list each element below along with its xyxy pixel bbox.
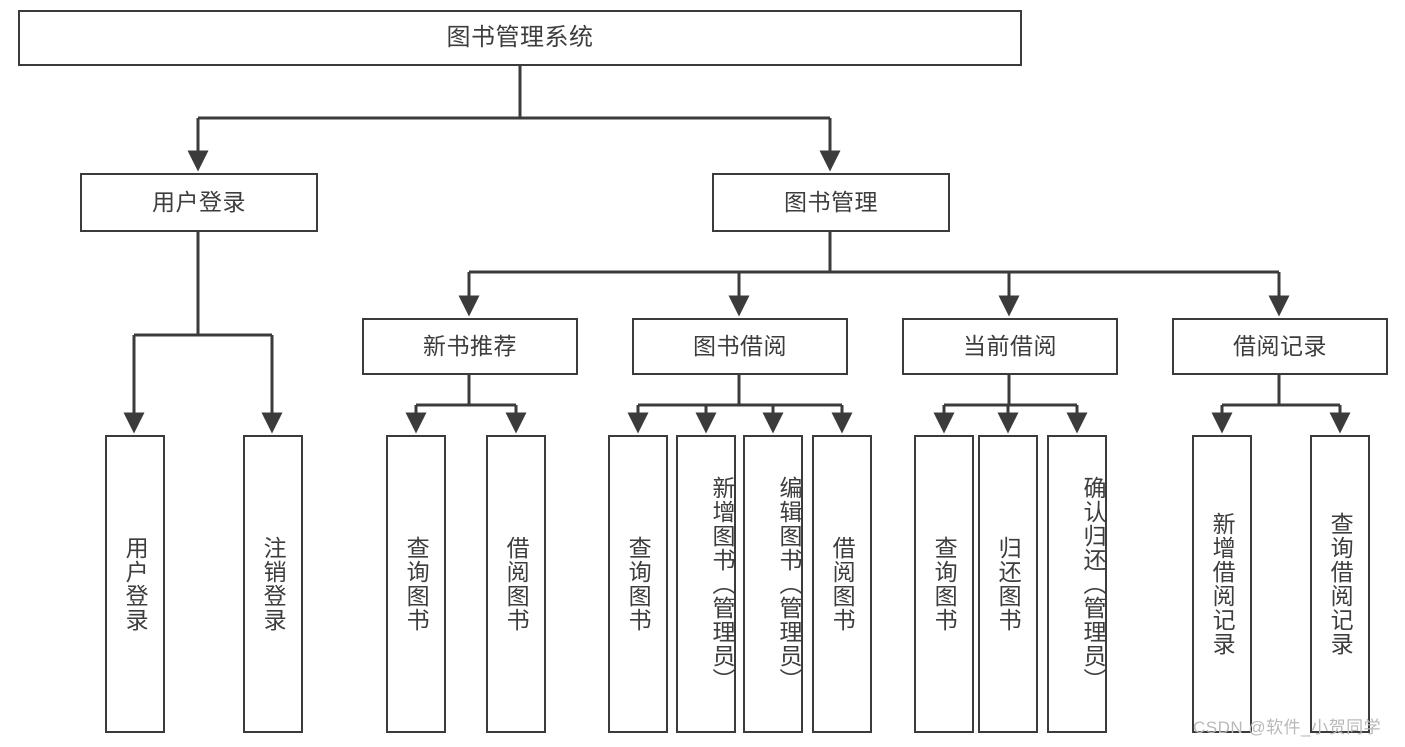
leaf-borrow-query-book-label: 查询图书 [625, 536, 652, 632]
leaf-borrow-edit-book-admin-label: 编辑图书（管理员） [776, 476, 802, 692]
leaf-borrow-borrow-book[interactable]: 借阅图书 [812, 435, 872, 733]
leaf-current-confirm-return-admin-label: 确认归还（管理员） [1080, 476, 1106, 692]
leaf-recommend-borrow-book[interactable]: 借阅图书 [486, 435, 546, 733]
node-root-label: 图书管理系统 [446, 23, 594, 51]
leaf-recommend-query-book-label: 查询图书 [403, 536, 430, 632]
leaf-borrow-edit-book-admin[interactable]: 编辑图书（管理员） [743, 435, 803, 733]
node-user-login[interactable]: 用户登录 [80, 173, 318, 232]
node-book-borrow-label: 图书借阅 [693, 332, 787, 359]
leaf-current-confirm-return-admin[interactable]: 确认归还（管理员） [1047, 435, 1107, 733]
leaf-current-return-book-label: 归还图书 [995, 536, 1022, 632]
node-user-login-label: 用户登录 [152, 188, 246, 215]
node-borrow-record-label: 借阅记录 [1233, 332, 1327, 359]
node-book-manage[interactable]: 图书管理 [712, 173, 950, 232]
node-book-manage-label: 图书管理 [784, 188, 878, 215]
leaf-record-query-borrow-record-label: 查询借阅记录 [1327, 512, 1354, 656]
leaf-current-return-book[interactable]: 归还图书 [978, 435, 1038, 733]
leaf-user-logout[interactable]: 注销登录 [243, 435, 303, 733]
node-new-book-recommend[interactable]: 新书推荐 [362, 318, 578, 375]
leaf-record-add-borrow-record-label: 新增借阅记录 [1209, 512, 1236, 656]
leaf-borrow-borrow-book-label: 借阅图书 [829, 536, 856, 632]
node-borrow-record[interactable]: 借阅记录 [1172, 318, 1388, 375]
node-current-borrow-label: 当前借阅 [963, 332, 1057, 359]
leaf-borrow-add-book-admin-label: 新增图书（管理员） [709, 476, 735, 692]
watermark: CSDN @软件_小贺同学 [1193, 718, 1382, 737]
node-book-borrow[interactable]: 图书借阅 [632, 318, 848, 375]
leaf-user-logout-label: 注销登录 [260, 536, 287, 632]
leaf-current-query-book-label: 查询图书 [931, 536, 958, 632]
leaf-user-login[interactable]: 用户登录 [105, 435, 165, 733]
leaf-record-add-borrow-record[interactable]: 新增借阅记录 [1192, 435, 1252, 733]
leaf-borrow-add-book-admin[interactable]: 新增图书（管理员） [676, 435, 736, 733]
leaf-user-login-label: 用户登录 [122, 536, 149, 632]
node-current-borrow[interactable]: 当前借阅 [902, 318, 1118, 375]
leaf-recommend-query-book[interactable]: 查询图书 [386, 435, 446, 733]
leaf-recommend-borrow-book-label: 借阅图书 [503, 536, 530, 632]
leaf-record-query-borrow-record[interactable]: 查询借阅记录 [1310, 435, 1370, 733]
leaf-borrow-query-book[interactable]: 查询图书 [608, 435, 668, 733]
node-root[interactable]: 图书管理系统 [18, 10, 1022, 66]
leaf-current-query-book[interactable]: 查询图书 [914, 435, 974, 733]
node-new-book-recommend-label: 新书推荐 [423, 332, 517, 359]
